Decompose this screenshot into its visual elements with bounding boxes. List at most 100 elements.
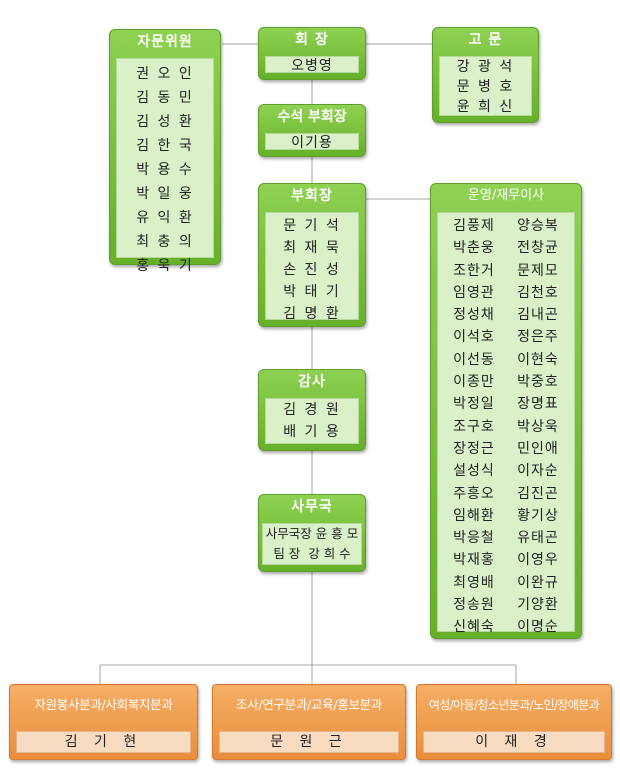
- division-box-3: 여성/아동/청소년분과/노인/장애분과 이 재 경: [416, 684, 612, 760]
- member-name: 최영배: [453, 574, 495, 591]
- member-name: 유태곤: [517, 530, 559, 547]
- member-name: 황기상: [517, 507, 559, 524]
- advisory-committee-title: 자문위원: [137, 34, 193, 50]
- director-row: 조한거 문제모: [438, 260, 574, 282]
- member-name: 박중호: [517, 374, 559, 391]
- member-name: 김 한 국: [136, 138, 194, 154]
- division-head: 이 재 경: [423, 731, 605, 753]
- member-name: 김내곤: [517, 307, 559, 324]
- member-name: 정성채: [453, 307, 495, 324]
- member-name: 이자순: [517, 463, 559, 480]
- member-name: 조한거: [453, 262, 495, 279]
- member-name: 김 명 환: [283, 306, 341, 322]
- director-row: 정송원 기양환: [438, 594, 574, 616]
- member-name: 권 오 인: [136, 66, 194, 82]
- vice-presidents-members: 문 기 석 최 재 묵 손 진 성 박 태 기 김 명 환: [265, 212, 359, 322]
- senior-vp-box: 수석 부회장 이기용: [258, 104, 366, 157]
- director-row: 박응철 유태곤: [438, 527, 574, 549]
- director-row: 장정근 민인애: [438, 438, 574, 460]
- member-name: 이현숙: [517, 351, 559, 368]
- director-row: 이선동 이현숙: [438, 349, 574, 371]
- secretariat-members: 사무국장 윤 흥 모 팀 장 강 희 수: [262, 523, 362, 565]
- member-name: 전창균: [517, 240, 559, 257]
- member-name: 손 진 성: [283, 262, 341, 278]
- senior-vp-title: 수석 부회장: [277, 109, 347, 125]
- member-name: 홍 욱 기: [136, 258, 194, 274]
- member-name: 임해환: [453, 507, 495, 524]
- member-name: 이영우: [517, 552, 559, 569]
- member-name: 이기용: [291, 135, 333, 151]
- member-name: 장정근: [453, 440, 495, 457]
- member-name: 이명순: [517, 619, 559, 636]
- director-row: 박춘웅 전창균: [438, 237, 574, 259]
- director-row: 신혜숙 이명순: [438, 616, 574, 638]
- vice-presidents-box: 부회장 문 기 석 최 재 묵 손 진 성 박 태 기 김 명 환: [258, 183, 366, 327]
- member-name: 김천호: [517, 284, 559, 301]
- vice-presidents-title: 부회장: [291, 188, 333, 204]
- member-name: 최 재 묵: [283, 240, 341, 256]
- member-name: 신혜숙: [453, 619, 495, 636]
- member-name: 최 충 의: [136, 234, 194, 250]
- division-title: 조사/연구분과/교육/홍보분과: [235, 697, 383, 712]
- member-name: 이석호: [453, 329, 495, 346]
- counsel-title: 고 문: [468, 32, 503, 48]
- member-name: 배 기 용: [283, 424, 341, 440]
- member-name: 오병영: [291, 58, 333, 74]
- member-name: 문제모: [517, 262, 559, 279]
- member-name: 박 태 기: [283, 284, 341, 300]
- division-title: 자원봉사분과/사회복지분과: [34, 697, 173, 712]
- member-name: 조구호: [453, 418, 495, 435]
- member-name: 민인애: [517, 440, 559, 457]
- division-box-1: 자원봉사분과/사회복지분과 김 기 현: [9, 684, 198, 760]
- member-name: 장명표: [517, 396, 559, 413]
- member-name: 김 성 환: [136, 114, 194, 130]
- member-name: 정송원: [453, 597, 495, 614]
- director-row: 주흥오 김진곤: [438, 483, 574, 505]
- member-name: 박응철: [453, 530, 495, 547]
- member-name: 문 병 호: [456, 79, 515, 95]
- president-box: 회 장 오병영: [258, 27, 366, 80]
- president-members: 오병영: [265, 56, 359, 74]
- member-name: 윤 희 신: [456, 99, 515, 115]
- member-name: 박재홍: [453, 552, 495, 569]
- member-name: 유 익 환: [136, 210, 194, 226]
- division-head: 김 기 현: [16, 731, 191, 753]
- advisory-committee-box: 자문위원 권 오 인 김 동 민 김 성 환 김 한 국 박 용 수 박 일 웅…: [109, 29, 221, 274]
- counsel-box: 고 문 강 광 석 문 병 호 윤 희 신: [432, 27, 539, 123]
- member-name: 박춘웅: [453, 240, 495, 257]
- member-name: 강 광 석: [456, 59, 515, 75]
- member-name: 양승복: [517, 218, 559, 234]
- member-name: 박정일: [453, 396, 495, 413]
- auditors-box: 감사 김 경 원 배 기 용: [258, 369, 366, 451]
- division-head: 문 원 근: [219, 731, 399, 753]
- member-name: 주흥오: [453, 485, 495, 502]
- member-name: 사무국장 윤 흥 모: [265, 526, 359, 541]
- secretariat-box: 사무국 사무국장 윤 흥 모 팀 장 강 희 수: [258, 494, 366, 572]
- member-name: 이선동: [453, 351, 495, 368]
- member-name: 김풍제: [453, 218, 495, 234]
- auditors-members: 김 경 원 배 기 용: [265, 398, 359, 444]
- director-row: 김풍제 양승복: [438, 215, 574, 237]
- member-name: 문 기 석: [283, 218, 341, 234]
- directors-title: 운영/재무이사: [467, 188, 545, 203]
- member-name: 박 용 수: [136, 162, 194, 178]
- member-name: 기양환: [517, 597, 559, 614]
- president-title: 회 장: [295, 32, 329, 48]
- advisory-committee-members: 권 오 인 김 동 민 김 성 환 김 한 국 박 용 수 박 일 웅 유 익 …: [116, 58, 214, 274]
- director-row: 정성채 김내곤: [438, 304, 574, 326]
- division-box-2: 조사/연구분과/교육/홍보분과 문 원 근: [212, 684, 406, 760]
- member-name: 박 일 웅: [136, 186, 194, 202]
- secretariat-title: 사무국: [291, 499, 333, 515]
- member-name: 김진곤: [517, 485, 559, 502]
- director-row: 박정일 장명표: [438, 393, 574, 415]
- counsel-members: 강 광 석 문 병 호 윤 희 신: [439, 56, 532, 116]
- senior-vp-members: 이기용: [265, 133, 359, 151]
